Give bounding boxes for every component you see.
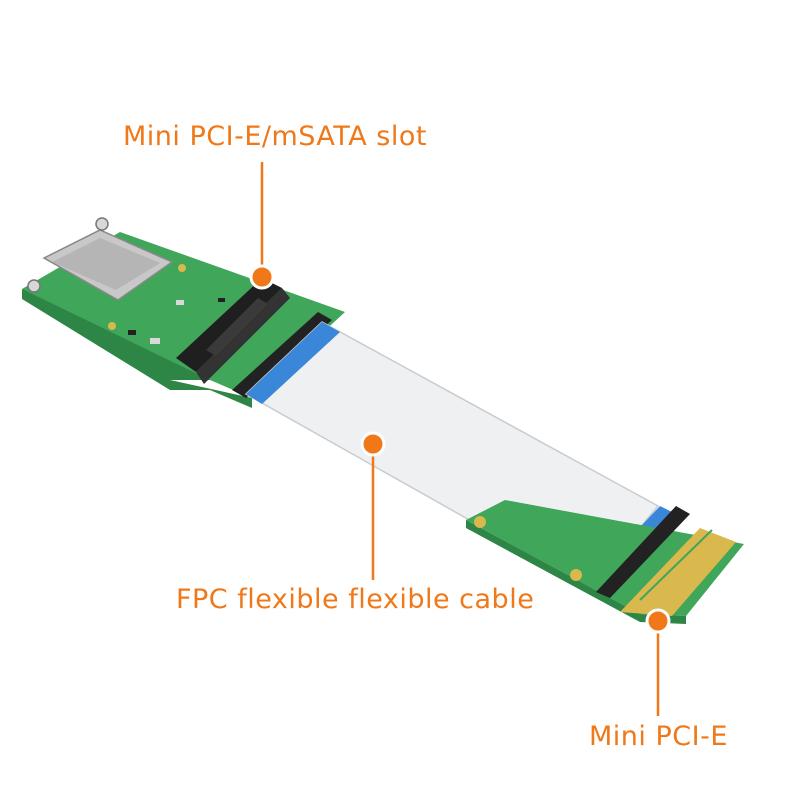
callout-dot-icon bbox=[360, 431, 386, 457]
callout-slot bbox=[249, 162, 275, 290]
m2-board bbox=[466, 500, 744, 624]
label-fpc-cable: FPC flexible flexible cable bbox=[176, 584, 535, 615]
callout-cable bbox=[360, 431, 386, 580]
callout-dot-icon bbox=[645, 608, 671, 634]
callout-dot-icon bbox=[249, 264, 275, 290]
label-mini-pcie: Mini PCI-E bbox=[589, 721, 728, 752]
callout-edge bbox=[645, 608, 671, 716]
adapter-board bbox=[22, 217, 345, 408]
label-mini-pcie-msata-slot: Mini PCI-E/mSATA slot bbox=[123, 121, 427, 152]
